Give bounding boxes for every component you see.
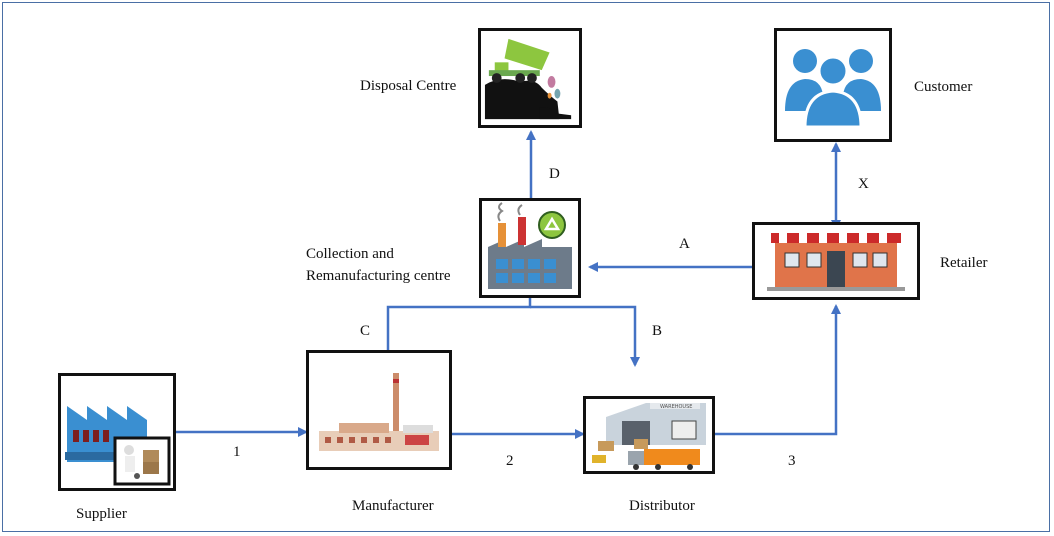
collection-label-line1: Collection and xyxy=(306,246,394,262)
distributor-node: WAREHOUSE xyxy=(583,396,715,474)
flow-label-a: A xyxy=(679,236,690,252)
dump-truck-icon xyxy=(481,31,579,125)
warehouse-icon: WAREHOUSE xyxy=(586,399,712,471)
disposal-centre-label: Disposal Centre xyxy=(360,78,457,94)
flow-label-c: C xyxy=(360,323,371,339)
collection-remanufacturing-node xyxy=(479,198,581,298)
customer-label: Customer xyxy=(914,79,973,95)
warehouse-sign-text: WAREHOUSE xyxy=(660,404,692,410)
retailer-node xyxy=(752,222,920,300)
supplier-node xyxy=(58,373,176,491)
supplier-label: Supplier xyxy=(76,506,127,522)
manufacturing-plant-icon xyxy=(309,353,449,467)
manufacturer-label: Manufacturer xyxy=(352,498,434,514)
store-icon xyxy=(755,225,917,297)
flow-label-1: 1 xyxy=(233,444,241,460)
users-group-icon xyxy=(777,31,889,139)
disposal-centre-node xyxy=(478,28,582,128)
arrow-b xyxy=(530,305,640,367)
arrow-c xyxy=(383,298,532,362)
flow-label-b: B xyxy=(652,323,663,339)
customer-node xyxy=(774,28,892,142)
flow-label-x: X xyxy=(858,176,869,192)
flow-label-2: 2 xyxy=(506,453,514,469)
collection-label-line2: Remanufacturing centre xyxy=(306,268,451,284)
distributor-label: Distributor xyxy=(629,498,695,514)
flow-label-d: D xyxy=(549,166,560,182)
manufacturer-node xyxy=(306,350,452,470)
arrow-3 xyxy=(715,304,841,436)
retailer-label: Retailer xyxy=(940,255,988,271)
flow-label-3: 3 xyxy=(788,453,796,469)
recycling-factory-icon xyxy=(482,201,578,295)
supplier-factory-icon xyxy=(61,376,173,488)
